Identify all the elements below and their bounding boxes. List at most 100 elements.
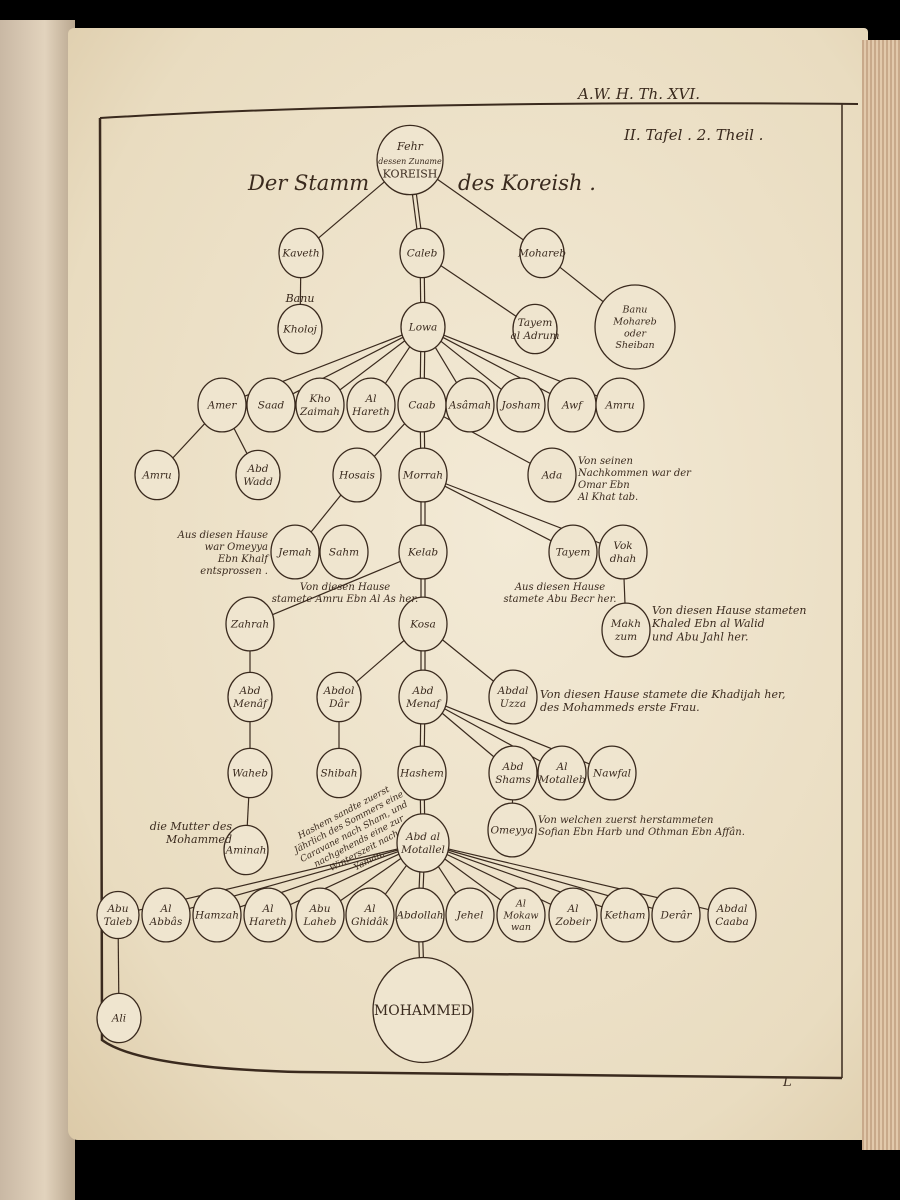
node-label: Morrah bbox=[402, 470, 443, 482]
line-abdalmotallel-abulaheb bbox=[339, 857, 403, 902]
node-label: Asâmah bbox=[448, 400, 491, 412]
annotation-line: Banu bbox=[285, 292, 315, 305]
node-label: oder bbox=[624, 328, 647, 339]
node-circle bbox=[235, 449, 281, 501]
node-label: Shibah bbox=[320, 768, 357, 780]
node-circle bbox=[227, 747, 273, 799]
node-label: Abu bbox=[308, 903, 330, 915]
node-label: Kholoj bbox=[282, 324, 318, 336]
line-hosais-jemah bbox=[309, 493, 343, 534]
node-label: Omeyya bbox=[491, 825, 534, 837]
node-circle bbox=[96, 890, 140, 940]
double-line-abdollah-mohammed bbox=[422, 938, 425, 961]
line-caab-hosais bbox=[372, 422, 407, 458]
double-line-fehr-caleb bbox=[415, 192, 422, 232]
node-circle bbox=[197, 377, 247, 433]
annotation-line: Al Khat tab. bbox=[577, 492, 638, 503]
node-circle bbox=[496, 887, 546, 943]
node-label: Zaimah bbox=[299, 406, 340, 418]
annotation-line: Von diesen Hause bbox=[300, 582, 390, 593]
node-label: Nawfal bbox=[592, 768, 631, 780]
node-amru: Amru bbox=[595, 377, 645, 433]
node-circle bbox=[445, 887, 495, 943]
node-caab: Caab bbox=[397, 377, 447, 433]
double-line-abdalmotallel-abdollah bbox=[418, 868, 421, 892]
node-circle bbox=[527, 447, 577, 503]
node-lowa: Lowa bbox=[400, 301, 446, 353]
node-label: Sheiban bbox=[615, 340, 654, 351]
node-label: Ada bbox=[541, 470, 563, 482]
line-lowa-khozaimah bbox=[338, 339, 406, 391]
node-saad: Saad bbox=[246, 377, 296, 433]
node-label: Motallel bbox=[400, 844, 445, 856]
annotation-line: Von welchen zuerst herstammeten bbox=[538, 815, 713, 826]
node-label: Mohareb bbox=[517, 248, 566, 260]
node-label: Shams bbox=[495, 774, 531, 786]
node-label: Jemah bbox=[276, 547, 311, 559]
node-label: Abd bbox=[246, 463, 268, 475]
node-label: Taleb bbox=[104, 916, 133, 928]
node-label: Amru bbox=[604, 400, 635, 412]
node-shibah: Shibah bbox=[316, 747, 362, 799]
node-circle bbox=[372, 956, 474, 1064]
node-label: Kosa bbox=[409, 619, 436, 631]
node-ketham: Ketham bbox=[600, 887, 650, 943]
node-circle bbox=[332, 447, 382, 503]
node-label: Dâr bbox=[328, 698, 350, 710]
annotation-line: Von seinen bbox=[578, 456, 633, 467]
node-label: Ali bbox=[111, 1013, 126, 1025]
node-label: zum bbox=[614, 631, 637, 643]
node-label: Ketham bbox=[604, 910, 646, 922]
node-circle bbox=[225, 596, 275, 652]
node-label: Josham bbox=[500, 400, 541, 412]
node-circle bbox=[595, 377, 645, 433]
node-circle bbox=[488, 745, 538, 801]
node-circle bbox=[295, 887, 345, 943]
node-label: dessen Zuname bbox=[378, 157, 442, 166]
node-label: Amru bbox=[141, 470, 172, 482]
node-label: Uzza bbox=[500, 698, 526, 710]
node-asamah: Asâmah bbox=[445, 377, 495, 433]
line-waheb-aminah bbox=[246, 794, 250, 829]
node-label: wan bbox=[511, 922, 531, 933]
node-hosais: Hosais bbox=[332, 447, 382, 503]
line-fehr-kaveth bbox=[317, 180, 386, 240]
node-amru2: Amru bbox=[134, 449, 180, 501]
node-label: KOREISH bbox=[383, 168, 438, 181]
node-awf: Awf bbox=[547, 377, 597, 433]
node-kosa: Kosa bbox=[398, 596, 448, 652]
line-fehr-mohareb bbox=[436, 178, 525, 241]
node-circle bbox=[246, 377, 296, 433]
annotation-line: Mohammed bbox=[165, 833, 232, 846]
node-zahrah: Zahrah bbox=[225, 596, 275, 652]
line-caleb-tayem_adrum bbox=[439, 264, 518, 318]
line-amer-abdwadd bbox=[232, 426, 249, 456]
line-kelab-zahrah bbox=[271, 560, 402, 616]
node-label: Al bbox=[262, 903, 274, 915]
node-circle bbox=[488, 669, 538, 725]
node-label: Hamzah bbox=[194, 910, 239, 922]
line-lowa-asamah bbox=[433, 345, 459, 385]
node-label: Abd bbox=[238, 685, 260, 697]
line-lowa-alhareth bbox=[383, 344, 412, 386]
node-circle bbox=[594, 284, 676, 370]
node-circle bbox=[548, 887, 598, 943]
node-omeyya: Omeyya bbox=[487, 802, 537, 858]
node-circle bbox=[227, 671, 273, 723]
node-label: Awf bbox=[561, 400, 584, 412]
node-derar: Derâr bbox=[651, 887, 701, 943]
node-ali: Ali bbox=[96, 992, 142, 1044]
node-label: Menaf bbox=[405, 698, 442, 710]
node-nawfal: Nawfal bbox=[587, 745, 637, 801]
node-label: Zobeir bbox=[555, 916, 592, 928]
line-morrah-tayem bbox=[444, 485, 552, 542]
